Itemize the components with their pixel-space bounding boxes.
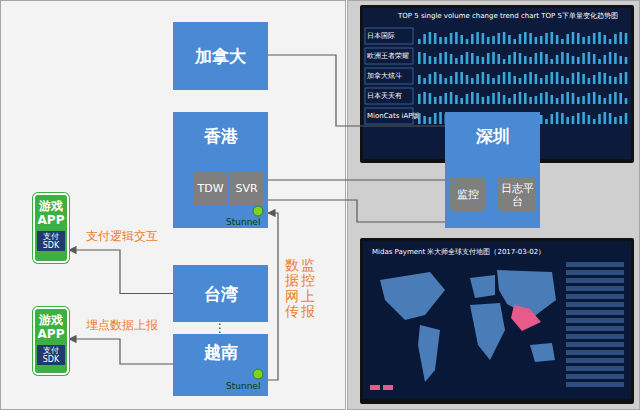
node-title: 香港 [204,126,238,146]
left-panel [1,1,346,410]
row-label: 日本国际 [367,32,395,41]
connector [268,213,278,380]
highlight-region [511,305,541,331]
service-box: SVR [229,171,264,206]
node-title: 游戏 APP [37,199,65,227]
bar-chart [418,32,627,124]
row-frame [365,28,413,44]
service-box: TDW [193,171,228,206]
continent [418,325,440,382]
continent [380,272,445,320]
row-label: 日本天天有 [367,92,402,101]
ranking-list [566,262,624,387]
region-box: 台湾 [173,265,268,322]
world-map [380,270,556,382]
screen-title: Midas Payment 米大师全球支付地图（2017-03-02） [372,248,545,257]
monitor-frame [360,238,634,404]
vertical-label: 监控上报 [301,258,315,320]
region-box: 加拿大 [173,22,268,90]
map-key [370,385,393,390]
vertical-label: 数据网传 [285,258,299,320]
node-title: 越南 [204,342,238,362]
node-title: 日志平台 [500,182,534,208]
ellipsis-mark: ⋮ [214,322,226,334]
tunnel-label: Stunnel [226,217,260,227]
connector [69,339,173,364]
node-title: 监控 [457,188,479,201]
node-title: 游戏 APP [37,313,65,341]
node-subtitle: 支付 SDK [37,231,65,251]
row-frame [365,88,413,104]
row-frame [365,68,413,84]
row-label: MionCats iAP版 [367,112,419,121]
node-subtitle: 支付 SDK [37,345,65,365]
stunnel-dot [253,206,263,216]
node-title: 深圳 [476,126,510,146]
connector [69,250,173,294]
continent [470,275,495,298]
node-title: SVR [235,182,257,195]
tunnel-label: Stunnel [226,381,260,391]
node-title: 台湾 [204,284,238,304]
right-panel [348,1,640,410]
row-frame [365,48,413,64]
monitor-screen [363,241,631,399]
region-box: 深圳监控 日志平台 [445,112,540,228]
service-box: 监控 [450,178,485,211]
connector [264,179,450,180]
node-title: 加拿大 [195,46,246,66]
connector [268,55,445,126]
app-box: 游戏 APP 支付 SDK [33,193,69,263]
stunnel-dot [253,369,263,379]
row-frames [365,28,413,124]
monitor-screen [363,8,631,159]
screen-title: TOP 5 single volume change trend chart T… [398,12,618,21]
row-label: 欧洲王者荣耀 [367,52,409,61]
edge-label: 埋点数据上报 [86,318,158,333]
region-box: 香港 TDW SVR [173,112,268,228]
continent [470,303,505,360]
node-title: TDW [197,182,223,195]
continent [530,343,555,362]
service-box: 日志平台 [498,178,536,211]
monitor-frame [360,5,634,163]
row-label: 加拿大炫斗 [367,72,402,81]
app-box: 游戏 APP 支付 SDK [33,307,69,375]
edge-label: 支付逻辑交互 [86,229,158,244]
